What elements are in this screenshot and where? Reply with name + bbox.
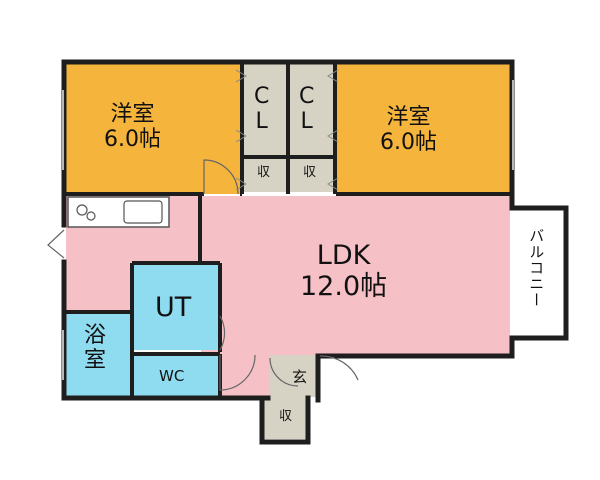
storage-left: [243, 158, 287, 192]
entrance-storage-label: 収: [279, 409, 293, 424]
sink-icon: [123, 200, 163, 224]
stove-burner-icon: [86, 211, 96, 221]
doors: [47, 159, 359, 391]
storage-right-label: 収: [303, 165, 317, 180]
western-room-left-label: 洋室 6.0帖: [104, 102, 161, 153]
western-room-right-label: 洋室 6.0帖: [380, 105, 437, 156]
storage-left-label: 収: [257, 165, 271, 180]
windows: [62, 80, 514, 380]
room-name: 洋室: [110, 102, 155, 127]
room-size: 6.0帖: [104, 127, 161, 153]
closet-right: [289, 64, 334, 157]
room-size: 12.0帖: [300, 271, 388, 303]
western-room-right-floor: [336, 64, 510, 194]
stove-burner-icon: [76, 204, 88, 216]
hall-floor-2: [66, 270, 132, 316]
wc-label: WC: [159, 367, 185, 385]
entrance-storage-floor: [264, 397, 306, 439]
bath-floor: [66, 314, 130, 396]
closet-right-label: C L: [299, 84, 315, 135]
room-size: 6.0帖: [380, 130, 437, 156]
western-room-left-floor: [66, 64, 243, 194]
closet-doors: [235, 69, 339, 191]
closet-left-label: C L: [254, 84, 270, 135]
ut-label: UT: [155, 292, 192, 323]
balcony-label: バルコニー: [527, 228, 546, 308]
ldk-label: LDK 12.0帖: [300, 240, 387, 302]
room-name: 洋室: [386, 105, 431, 130]
kitchen-counter: [67, 196, 170, 228]
balcony-floor: [510, 210, 566, 338]
hall-floor: [218, 310, 270, 397]
bath-label: 浴 室: [84, 323, 107, 374]
closet-left: [243, 64, 287, 157]
storage-right: [289, 158, 334, 192]
entrance-label: 玄: [292, 368, 308, 386]
wc-floor: [134, 356, 218, 396]
entrance-floor: [270, 355, 318, 397]
room-name: LDK: [316, 240, 371, 271]
ut-floor: [134, 265, 218, 350]
